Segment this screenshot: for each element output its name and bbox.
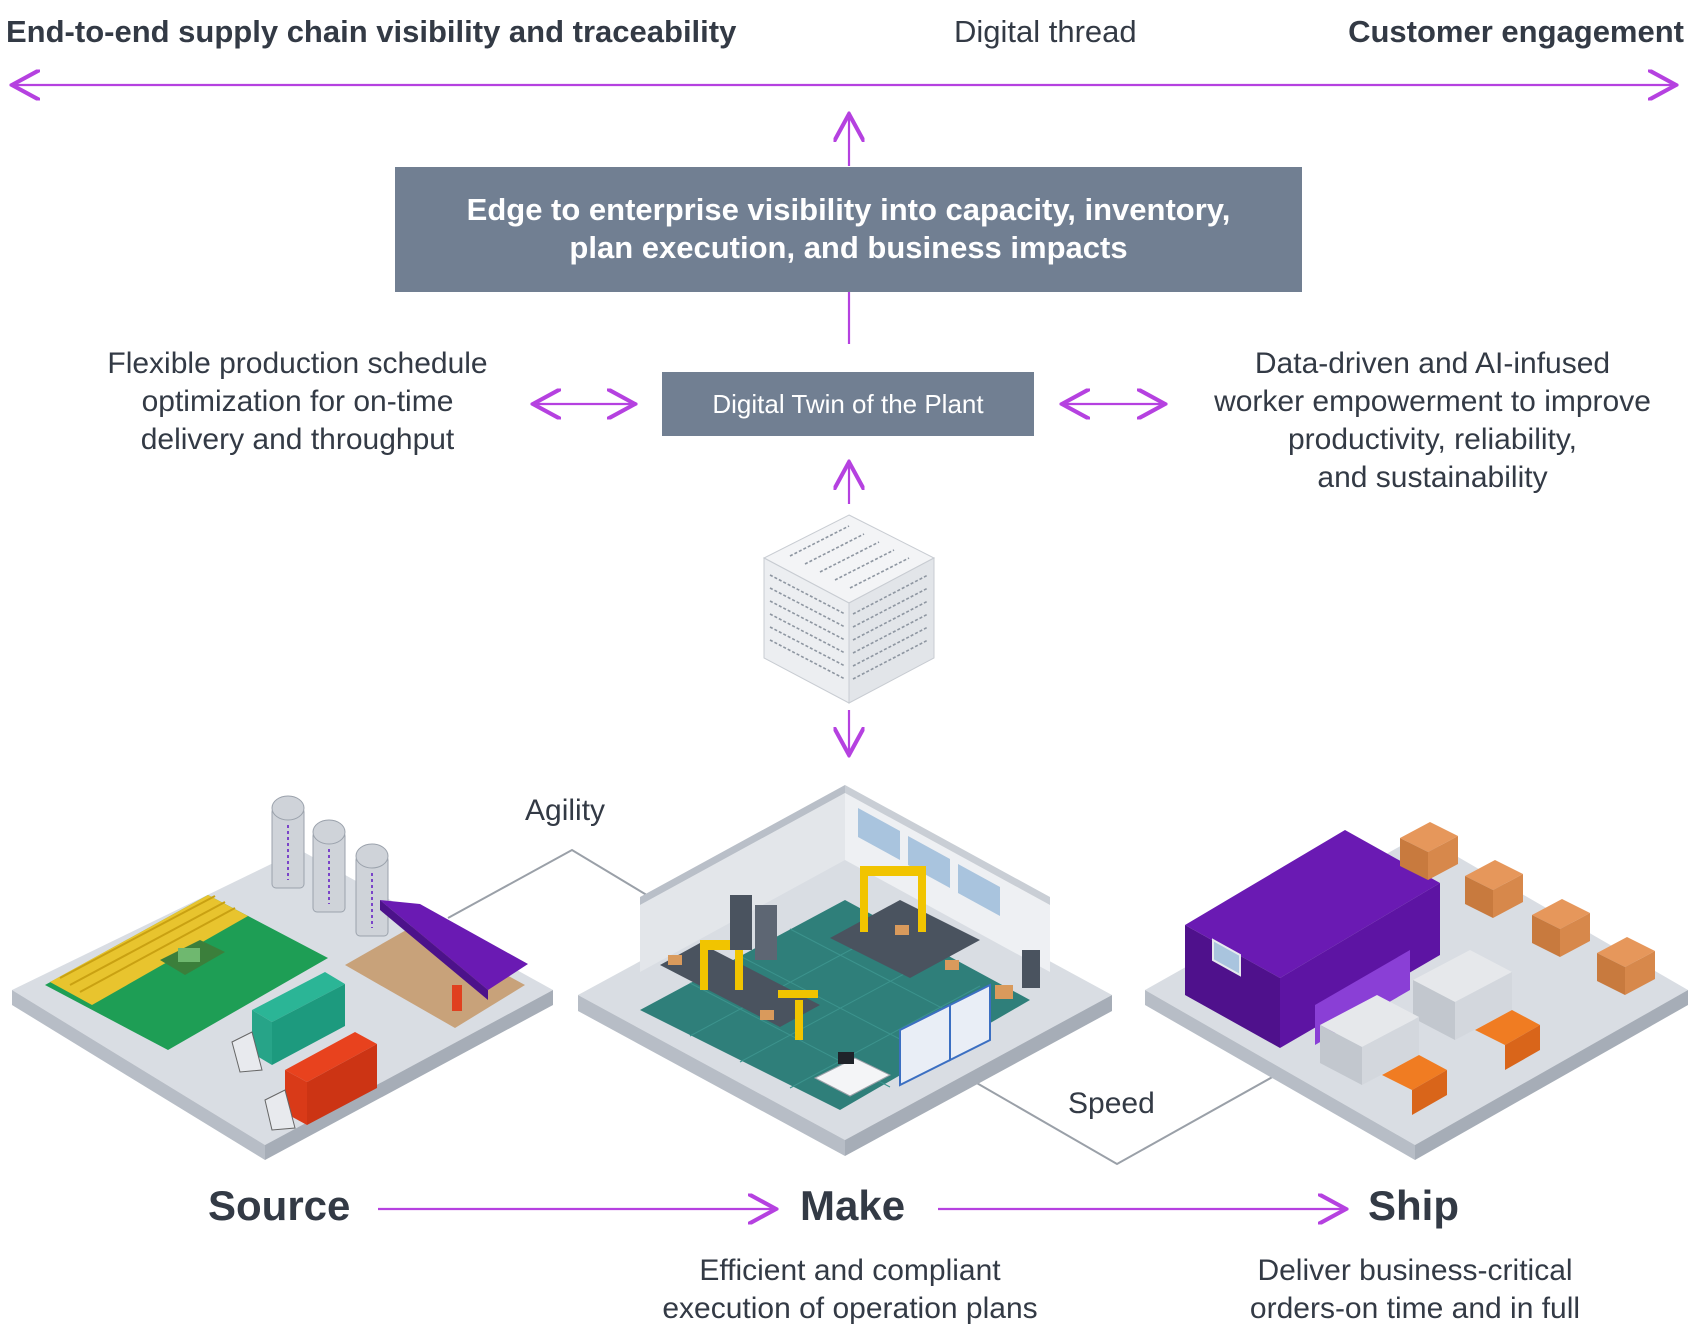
delivery-trucks	[1320, 950, 1540, 1115]
header-center-label: Digital thread	[954, 14, 1137, 49]
right-note: Data-driven and AI-infused worker empowe…	[1180, 345, 1685, 497]
left-note-line2: optimization for on-time	[141, 385, 454, 418]
left-note-line1: Flexible production schedule	[107, 347, 488, 380]
pallet-boxes	[1400, 822, 1655, 995]
ship-description: Deliver business-critical orders-on time…	[1195, 1252, 1635, 1328]
ship-illustration	[1145, 822, 1688, 1160]
header-left-label: End-to-end supply chain visibility and t…	[6, 14, 737, 49]
ship-desc-line2: orders-on time and in full	[1249, 1292, 1581, 1325]
enterprise-box-line1: Edge to enterprise visibility into capac…	[466, 192, 1231, 227]
source-illustration	[12, 795, 553, 1160]
right-note-line1: Data-driven and AI-infused	[1254, 347, 1611, 380]
make-description: Efficient and compliant execution of ope…	[620, 1252, 1080, 1328]
stage-source-label: Source	[208, 1182, 351, 1229]
speed-line	[974, 1074, 1277, 1166]
digital-twin-box: Digital Twin of the Plant	[662, 372, 1034, 436]
ship-desc-line1: Deliver business-critical	[1257, 1254, 1573, 1287]
agility-line	[447, 848, 651, 919]
right-note-line3: productivity, reliability,	[1288, 423, 1577, 456]
speed-label: Speed	[1068, 1087, 1155, 1120]
make-desc-line1: Efficient and compliant	[699, 1254, 1001, 1287]
right-note-line2: worker empowerment to improve	[1214, 385, 1651, 418]
left-note-line3: delivery and throughput	[140, 423, 455, 456]
enterprise-visibility-box: Edge to enterprise visibility into capac…	[395, 167, 1302, 292]
right-note-line4: and sustainability	[1317, 461, 1548, 494]
make-desc-line2: execution of operation plans	[662, 1292, 1038, 1325]
make-illustration	[578, 785, 1112, 1156]
left-note: Flexible production schedule optimizatio…	[60, 345, 535, 459]
stage-ship-label: Ship	[1368, 1182, 1459, 1229]
agility-label: Agility	[525, 794, 606, 827]
data-cube-icon	[762, 514, 936, 704]
enterprise-box-line2: plan execution, and business impacts	[569, 230, 1128, 265]
header-right-label: Customer engagement	[1348, 14, 1684, 49]
stage-make-label: Make	[800, 1182, 906, 1229]
